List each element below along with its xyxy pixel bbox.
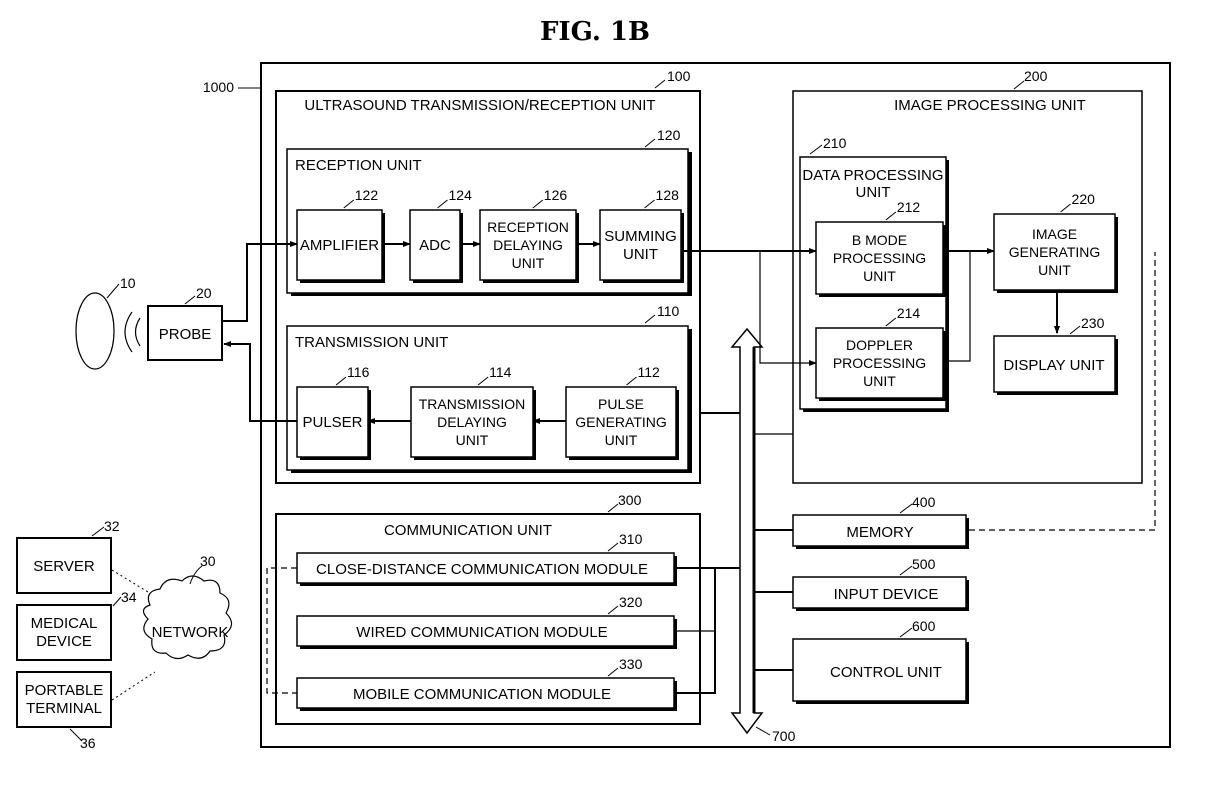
figure-title: FIG. 1B bbox=[540, 17, 650, 47]
medical-device-label-2: DEVICE bbox=[36, 633, 92, 650]
doppler-block-label-3: UNIT bbox=[863, 373, 896, 389]
unit-title: IMAGE PROCESSING UNIT bbox=[894, 97, 1086, 114]
memory-label: MEMORY bbox=[846, 524, 913, 541]
server-label: SERVER bbox=[33, 558, 95, 575]
ref-label: 30 bbox=[200, 553, 216, 569]
pulse-generating-block-label-3: UNIT bbox=[605, 432, 638, 448]
ref-label: 600 bbox=[912, 618, 936, 634]
amplifier-block-label-1: AMPLIFIER bbox=[300, 237, 379, 254]
image-generating-block-label-3: UNIT bbox=[1038, 262, 1071, 278]
ref-label: 210 bbox=[823, 135, 847, 151]
b-mode-block-label-1: B MODE bbox=[852, 232, 907, 248]
wave-icon bbox=[136, 318, 141, 346]
wired-module-label: WIRED COMMUNICATION MODULE bbox=[356, 624, 607, 641]
reception-unit-label: RECEPTION UNIT bbox=[295, 157, 422, 174]
portable-terminal-label-2: TERMINAL bbox=[26, 700, 102, 717]
network-cloud: NETWORK 30 bbox=[112, 553, 232, 700]
doppler-block-label-1: DOPPLER bbox=[846, 337, 913, 353]
ref-label: 400 bbox=[912, 494, 936, 510]
ref-label: 34 bbox=[121, 589, 137, 605]
close-distance-module-label: CLOSE-DISTANCE COMMUNICATION MODULE bbox=[316, 561, 648, 578]
probe: PROBE 20 bbox=[148, 285, 222, 360]
ref-label: 122 bbox=[355, 187, 379, 203]
ref-label: 300 bbox=[618, 492, 642, 508]
server: SERVER 32 bbox=[17, 518, 120, 593]
ref-label: 110 bbox=[657, 303, 680, 319]
summing-block-label-2: UNIT bbox=[623, 246, 658, 263]
image-generating-block-label-1: IMAGE bbox=[1032, 226, 1077, 242]
reception-delaying-block-label-1: RECEPTION bbox=[487, 219, 569, 235]
ref-label: 32 bbox=[104, 518, 120, 534]
ref-label: 1000 bbox=[203, 79, 234, 95]
ref-label: 220 bbox=[1072, 191, 1096, 207]
wave-icon bbox=[125, 312, 132, 352]
network-link bbox=[112, 672, 155, 700]
b-mode-block-label-3: UNIT bbox=[863, 268, 896, 284]
ref-label: 120 bbox=[657, 127, 681, 143]
image-generating-block-label-2: GENERATING bbox=[1009, 244, 1101, 260]
ref-label: 100 bbox=[667, 68, 691, 84]
ref-label: 126 bbox=[544, 187, 568, 203]
ref-label: 36 bbox=[80, 735, 96, 751]
ref-label: 700 bbox=[772, 728, 796, 744]
reception-delaying-block-label-3: UNIT bbox=[512, 255, 545, 271]
pulse-generating-block-label-1: PULSE bbox=[598, 396, 644, 412]
ref-label: 114 bbox=[489, 364, 512, 380]
display-unit-label: DISPLAY UNIT bbox=[1003, 357, 1104, 374]
transmission-unit-label: TRANSMISSION UNIT bbox=[295, 334, 448, 351]
ref-label: 116 bbox=[347, 364, 370, 380]
portable-terminal-label-1: PORTABLE bbox=[25, 682, 104, 699]
ref-label: 128 bbox=[656, 187, 680, 203]
cloud-icon bbox=[143, 576, 231, 659]
summing-block-label-1: SUMMING bbox=[604, 228, 677, 245]
ref-label: 200 bbox=[1024, 68, 1048, 84]
doppler-block-label-2: PROCESSING bbox=[833, 355, 926, 371]
object-ellipse: 10 bbox=[76, 275, 140, 369]
unit-title: ULTRASOUND TRANSMISSION/RECEPTION UNIT bbox=[304, 97, 655, 114]
probe-label: PROBE bbox=[159, 326, 212, 343]
ref-label: 330 bbox=[619, 656, 643, 672]
transmission-delaying-block-label-1: TRANSMISSION bbox=[419, 396, 526, 412]
ref-label: 212 bbox=[897, 199, 921, 215]
input-device-label: INPUT DEVICE bbox=[834, 586, 939, 603]
portable-terminal: PORTABLE TERMINAL 36 bbox=[17, 672, 111, 751]
reception-delaying-block-label-2: DELAYING bbox=[493, 237, 563, 253]
ref-label: 214 bbox=[897, 305, 921, 321]
transmission-delaying-block-label-2: DELAYING bbox=[437, 414, 507, 430]
ref-label: 320 bbox=[619, 594, 643, 610]
unit-title: COMMUNICATION UNIT bbox=[384, 522, 552, 539]
ref-label: 500 bbox=[912, 556, 936, 572]
transmission-delaying-block-label-3: UNIT bbox=[456, 432, 489, 448]
network-label: NETWORK bbox=[152, 624, 229, 641]
ref-label: 20 bbox=[196, 285, 212, 301]
b-mode-block-label-2: PROCESSING bbox=[833, 250, 926, 266]
data-processing-label-1: DATA PROCESSING bbox=[802, 167, 943, 184]
data-processing-label-2: UNIT bbox=[856, 184, 891, 201]
pulse-generating-block-label-2: GENERATING bbox=[575, 414, 667, 430]
pulser-block-label-1: PULSER bbox=[302, 414, 362, 431]
ref-label: 230 bbox=[1081, 315, 1105, 331]
medical-device-label-1: MEDICAL bbox=[31, 615, 98, 632]
control-unit-label: CONTROL UNIT bbox=[830, 664, 942, 681]
ref-label: 310 bbox=[619, 531, 643, 547]
adc-block-label-1: ADC bbox=[419, 237, 451, 254]
ref-label: 10 bbox=[120, 275, 136, 291]
ref-label: 124 bbox=[449, 187, 473, 203]
medical-device: MEDICAL DEVICE 34 bbox=[17, 589, 137, 660]
mobile-module-label: MOBILE COMMUNICATION MODULE bbox=[353, 686, 611, 703]
ref-label: 112 bbox=[638, 364, 661, 380]
